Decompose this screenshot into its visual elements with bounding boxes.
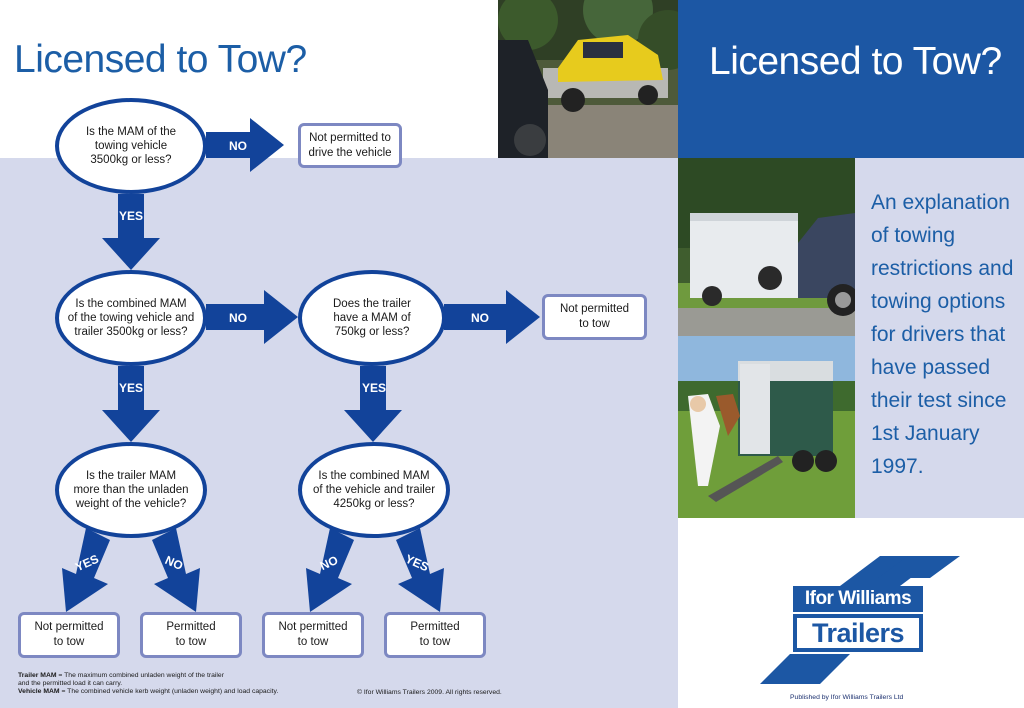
- explanation-text: An explanation of towing restrictions an…: [871, 186, 1021, 483]
- photo-box-trailer-with-car: [678, 158, 855, 336]
- result-text: Not permitted: [559, 303, 630, 315]
- arrow-q1-no: [206, 118, 284, 172]
- decision-text: of the towing vehicle and: [67, 312, 195, 324]
- footnote-definition: = The maximum combined unladen weight of…: [56, 672, 224, 679]
- ifor-williams-logo-stripes: [760, 556, 960, 684]
- logo-wordmark-top: Ifor Williams: [793, 586, 923, 612]
- decision-text: Is the MAM of the: [85, 126, 177, 138]
- result-text: Not permitted: [34, 621, 104, 633]
- explanation-line: towing options: [871, 290, 1006, 313]
- result-text: to tow: [579, 318, 610, 330]
- explanation-line: their test since: [871, 389, 1007, 412]
- decision-text: trailer 3500kg or less?: [74, 326, 188, 338]
- decision-text: 3500kg or less?: [90, 154, 172, 166]
- result-permitted-tow-1: Permitted to tow: [140, 612, 242, 658]
- logo-wordmark-bottom: Trailers: [793, 614, 923, 652]
- footnote-definition: = The combined vehicle kerb weight (unla…: [59, 688, 279, 695]
- arrow-q1-yes: [102, 194, 160, 270]
- result-text: Not permitted to: [309, 131, 391, 144]
- explanation-line: of towing: [871, 224, 956, 247]
- label-q1-yes: YES: [119, 209, 144, 223]
- explanation-line: An explanation: [871, 191, 1010, 214]
- decision-text: 750kg or less?: [334, 326, 410, 338]
- photo-car-on-trailer: [498, 0, 678, 158]
- arrow-q4-no: [152, 528, 200, 612]
- result-not-permitted-tow-1: Not permitted to tow: [542, 294, 647, 340]
- footnote-trailer-mam-cont: and the permitted load it can carry.: [18, 680, 123, 687]
- publisher-credit: Published by Ifor Williams Trailers Ltd: [790, 694, 904, 701]
- result-text: to tow: [297, 636, 329, 648]
- decision-text: Is the combined MAM: [75, 298, 187, 310]
- arrow-q5-no: [306, 528, 354, 612]
- decision-text: of the vehicle and trailer: [312, 484, 436, 496]
- result-text: to tow: [419, 636, 451, 648]
- footnote-term: Vehicle MAM: [18, 688, 60, 695]
- result-permitted-tow-2: Permitted to tow: [384, 612, 486, 658]
- decision-text: more than the unladen: [73, 484, 189, 496]
- page-title-right: Licensed to Tow?: [709, 40, 1002, 83]
- photo-horse-trailer: [678, 336, 855, 518]
- page-title-left: Licensed to Tow?: [14, 38, 307, 81]
- decision-trailer-mam-750: Does the trailer have a MAM of 750kg or …: [298, 270, 446, 366]
- label-q3-yes: YES: [362, 381, 387, 395]
- arrow-q5-yes: [396, 528, 444, 612]
- result-text: to tow: [53, 636, 85, 648]
- result-not-permitted-tow-3: Not permitted to tow: [262, 612, 364, 658]
- decision-trailer-vs-unladen: Is the trailer MAM more than the unladen…: [55, 442, 207, 538]
- label-q2-no: NO: [229, 311, 247, 325]
- arrow-q4-yes: [62, 528, 110, 612]
- decision-combined-mam-3500: Is the combined MAM of the towing vehicl…: [55, 270, 207, 366]
- result-text: to tow: [175, 636, 207, 648]
- explanation-line: 1st January: [871, 422, 980, 445]
- decision-text: have a MAM of: [333, 312, 411, 324]
- label-q2-yes: YES: [119, 381, 144, 395]
- result-text: Not permitted: [278, 621, 348, 633]
- decision-text: weight of the vehicle?: [75, 498, 187, 510]
- decision-text: Is the trailer MAM: [85, 470, 177, 482]
- explanation-box: [855, 158, 1024, 518]
- arrow-q2-yes: [102, 366, 160, 442]
- decision-vehicle-mam: Is the MAM of the towing vehicle 3500kg …: [55, 98, 207, 194]
- explanation-line: restrictions and: [871, 257, 1014, 280]
- decision-combined-mam-4250: Is the combined MAM of the vehicle and t…: [298, 442, 450, 538]
- decision-text: Does the trailer: [333, 298, 411, 310]
- flowchart-arrows: [62, 118, 540, 612]
- result-text: drive the vehicle: [308, 146, 392, 159]
- result-not-permitted-tow-2: Not permitted to tow: [18, 612, 120, 658]
- decision-text: towing vehicle: [94, 140, 168, 152]
- arrow-q2-no: [206, 290, 298, 344]
- result-not-permitted-drive: Not permitted to drive the vehicle: [298, 123, 402, 168]
- label-q1-no: NO: [229, 139, 247, 153]
- explanation-line: have passed: [871, 356, 991, 379]
- explanation-line: for drivers that: [871, 323, 1006, 346]
- arrow-q3-yes: [344, 366, 402, 442]
- arrow-q3-no: [444, 290, 540, 344]
- result-text: Permitted: [166, 621, 216, 633]
- decision-text: Is the combined MAM: [318, 470, 430, 482]
- header-blue-box: [678, 0, 1024, 158]
- explanation-line: 1997.: [871, 455, 924, 478]
- label-q3-no: NO: [471, 311, 489, 325]
- result-text: Permitted: [410, 621, 460, 633]
- copyright-text: © Ifor Williams Trailers 2009. All right…: [357, 689, 502, 696]
- footnote-term: Trailer MAM: [18, 672, 57, 679]
- footnote-vehicle-mam: Vehicle MAM = The combined vehicle kerb …: [18, 688, 278, 696]
- decision-text: 4250kg or less?: [333, 498, 415, 510]
- footnote-trailer-mam: Trailer MAM = The maximum combined unlad…: [18, 672, 224, 680]
